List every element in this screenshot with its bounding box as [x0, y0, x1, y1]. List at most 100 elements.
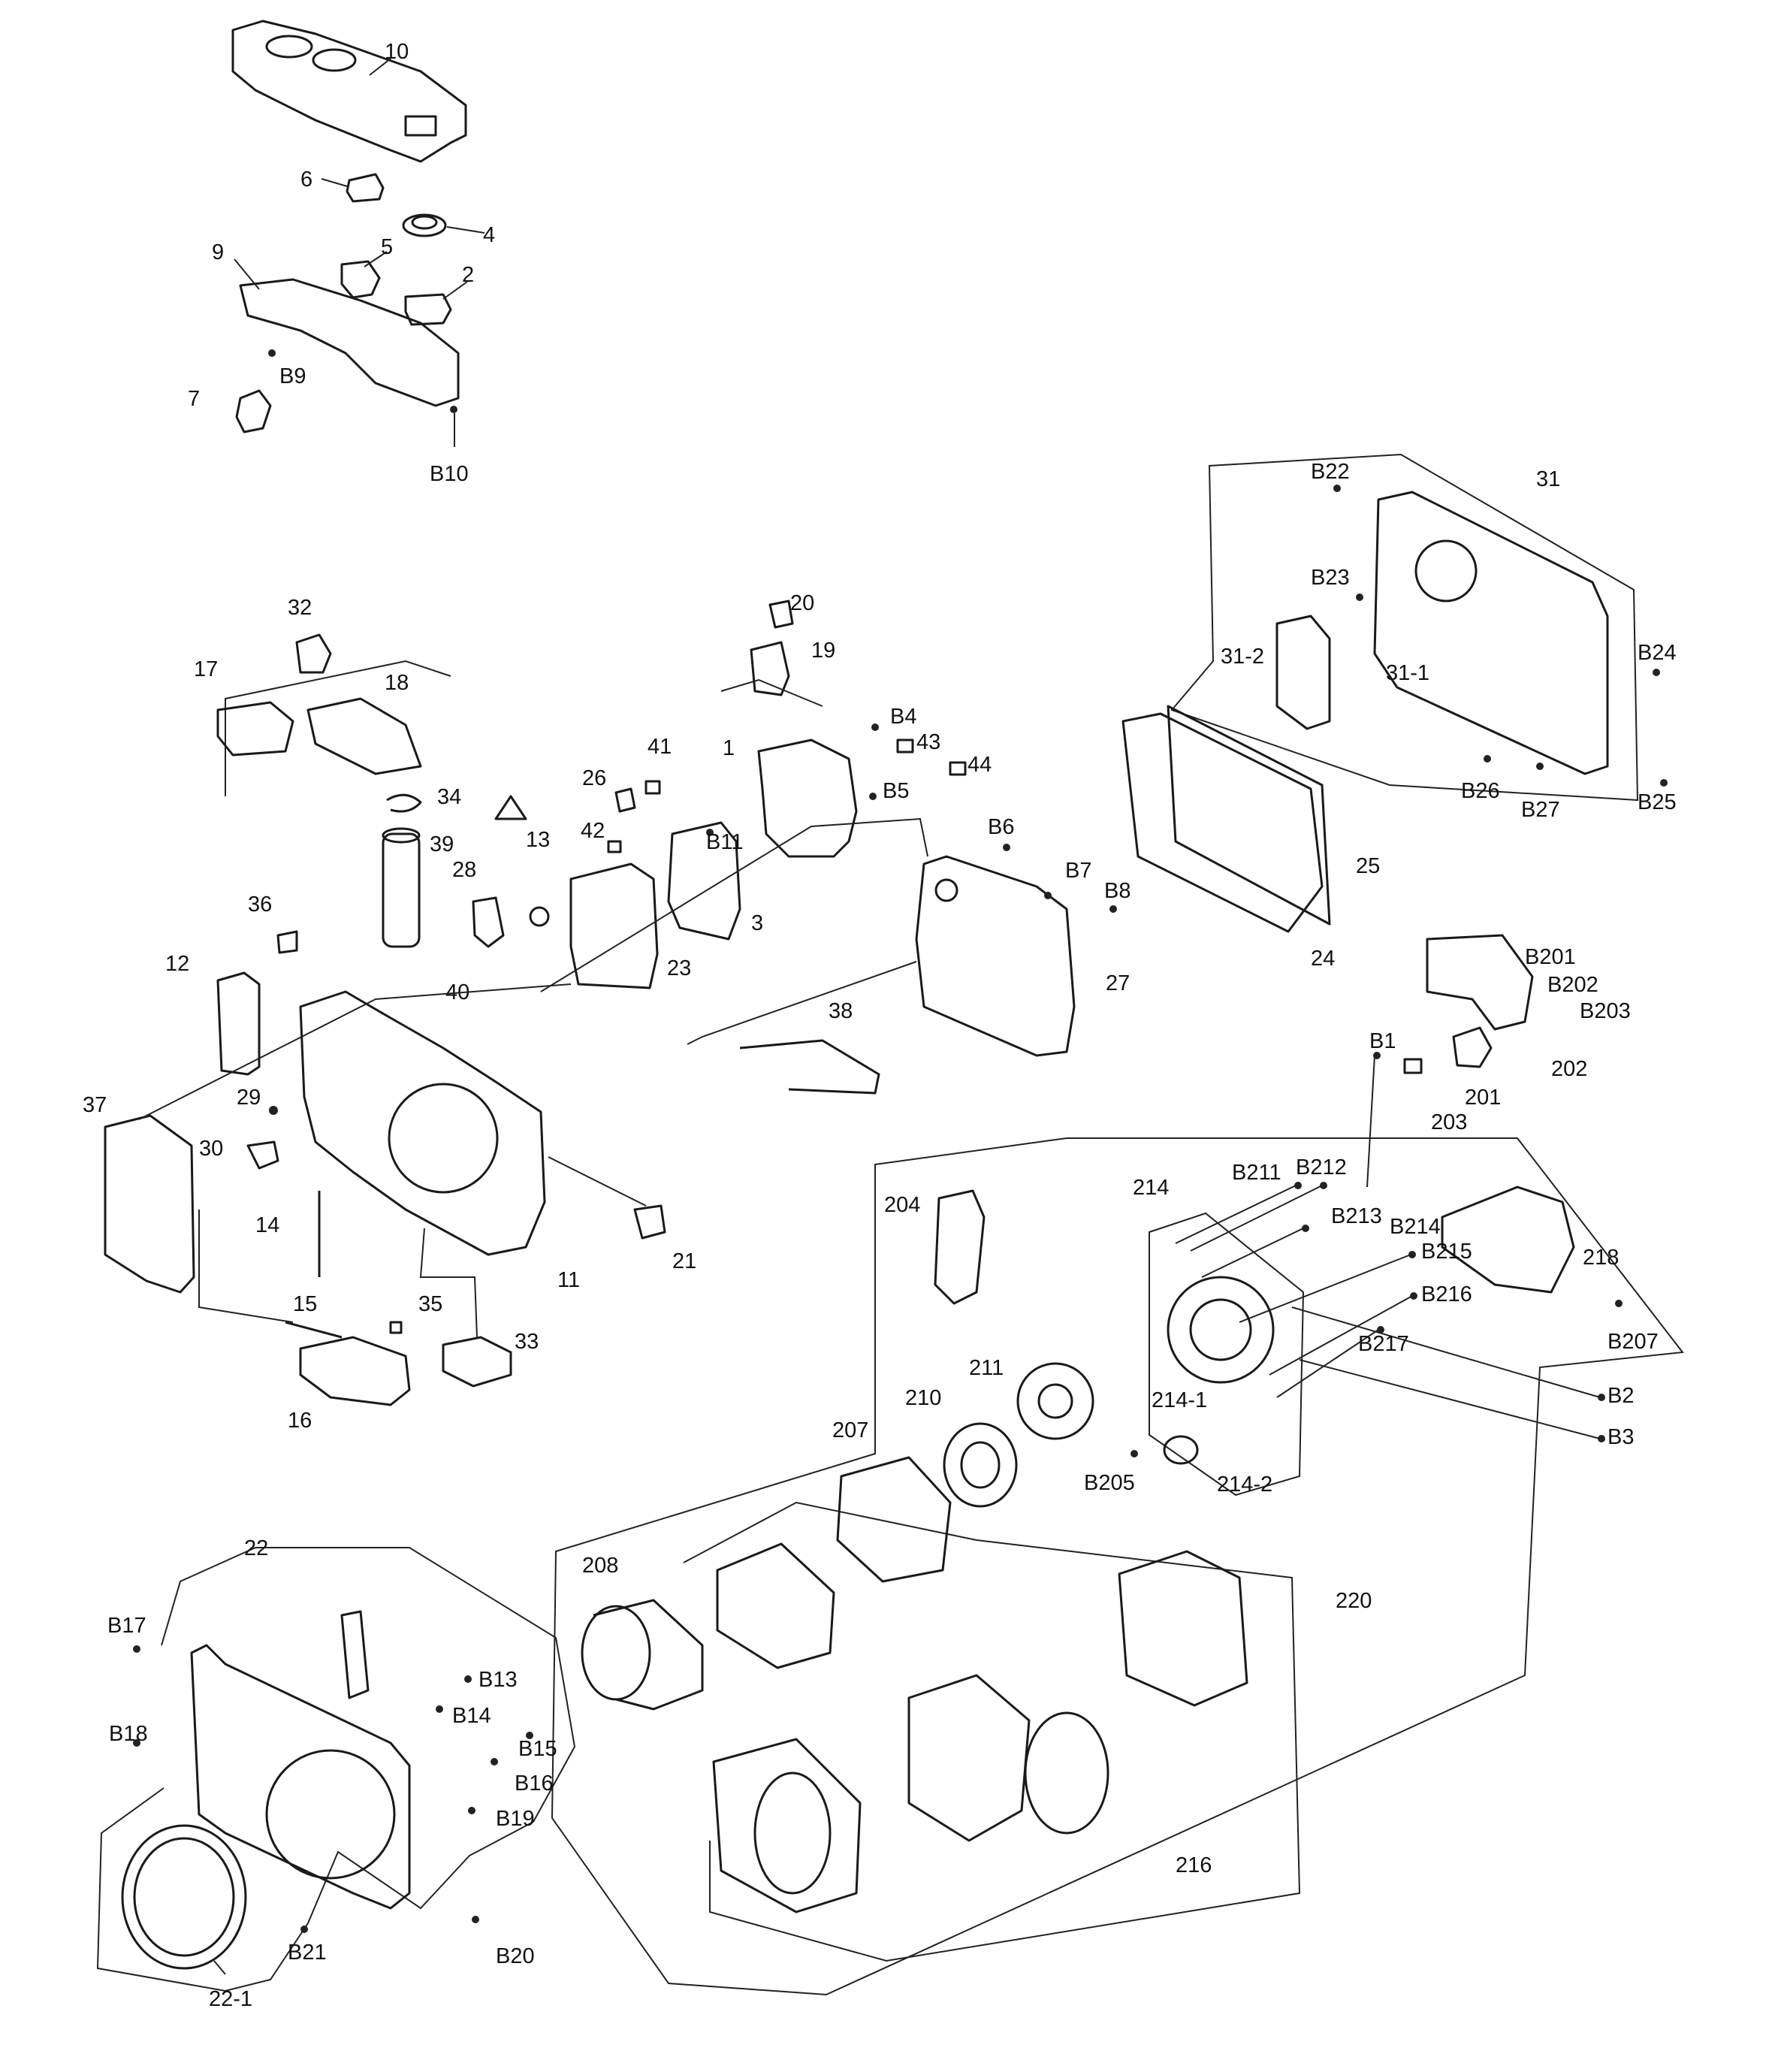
rear-dial-part [1414, 539, 1478, 603]
screw-b22 [1333, 485, 1341, 492]
screw-b213 [1302, 1225, 1309, 1232]
part-32-shape [295, 633, 332, 674]
part-20-shape [768, 600, 794, 629]
label-3: 3 [751, 911, 763, 935]
label-b27: B27 [1521, 798, 1560, 822]
frame-assembly [104, 930, 666, 1406]
label-13: 13 [526, 828, 550, 852]
screw-b16 [491, 1758, 498, 1765]
label-9: 9 [212, 240, 224, 264]
part-2-shape [404, 293, 452, 326]
screw-b20 [472, 1916, 479, 1923]
part-19-shape [750, 641, 790, 696]
screw-b211 [1294, 1182, 1302, 1189]
part-33-shape [442, 1336, 512, 1388]
label-20: 20 [790, 591, 814, 615]
screw-b9 [268, 349, 276, 357]
cam-ring-part [716, 1542, 835, 1669]
group-outline-15 [198, 1210, 294, 1323]
group-outline-1 [540, 817, 928, 992]
label-b213: B213 [1331, 1204, 1382, 1228]
part-29-shape [269, 1106, 278, 1115]
part-23-board [569, 862, 659, 989]
screw-b13 [464, 1675, 472, 1683]
label-b201: B201 [1525, 945, 1576, 969]
leader-b216 [1269, 1295, 1413, 1376]
label-b207: B207 [1607, 1330, 1659, 1354]
part-4-inner [411, 215, 438, 230]
label-207: 207 [832, 1418, 868, 1442]
part-211-shape [1016, 1362, 1094, 1440]
part-208-ring [581, 1605, 651, 1701]
lcd-panel-part [1167, 705, 1331, 926]
label-b214: B214 [1390, 1215, 1441, 1239]
label-38: 38 [829, 999, 853, 1023]
part-204-shape [934, 1189, 986, 1305]
label-44: 44 [967, 753, 992, 777]
lens-barrel-part [907, 1674, 1031, 1842]
label-208: 208 [582, 1554, 618, 1578]
screw-b1 [1373, 1052, 1381, 1059]
part-44-shape [949, 761, 967, 776]
screw-b5 [869, 793, 877, 800]
label-29: 29 [237, 1086, 261, 1110]
label-34: 34 [437, 785, 461, 809]
label-b2: B2 [1607, 1384, 1634, 1408]
part-18-shape [306, 697, 422, 775]
label-211: 211 [969, 1356, 1004, 1380]
label-5: 5 [381, 235, 393, 259]
part-218-fpc [1441, 1186, 1575, 1294]
part-201-shape [1452, 1026, 1493, 1068]
group-outline-31 [1170, 453, 1639, 802]
label-b9: B9 [279, 364, 306, 388]
leader-10 [369, 58, 391, 76]
screw-b216 [1410, 1292, 1417, 1300]
group-outline-19 [720, 678, 823, 707]
group-outline-17-18 [225, 660, 451, 796]
lens-unit-assembly [551, 934, 1684, 1996]
screw-b11 [706, 829, 714, 836]
leader-b212 [1190, 1185, 1323, 1252]
label-b15: B15 [518, 1737, 557, 1761]
label-b18: B18 [109, 1722, 148, 1746]
label-203: 203 [1431, 1110, 1467, 1134]
label-31: 31 [1536, 467, 1560, 491]
label-b19: B19 [496, 1807, 535, 1831]
label-24: 24 [1311, 947, 1335, 971]
label-b5: B5 [883, 779, 909, 803]
part-26-shape [614, 787, 636, 813]
main-frame-part [299, 990, 546, 1256]
part-22-1-ring [121, 1824, 247, 1970]
label-41: 41 [648, 735, 672, 759]
label-22-1: 22-1 [209, 1987, 252, 2011]
part-39-battery [382, 832, 421, 948]
label-14: 14 [255, 1213, 279, 1237]
part-37-shape [104, 1114, 195, 1294]
part-207-barrel [836, 1456, 952, 1583]
label-b217: B217 [1358, 1332, 1409, 1356]
label-218: 218 [1583, 1246, 1619, 1270]
top-cover-part [231, 20, 467, 163]
part-211-inner [1037, 1383, 1073, 1419]
part-5-shape [340, 260, 381, 299]
group-outline-220 [683, 1501, 1301, 1962]
label-22: 22 [244, 1536, 268, 1560]
lens-o-ring [1024, 1711, 1109, 1835]
label-18: 18 [385, 671, 409, 695]
leader-4 [446, 226, 485, 234]
leader-b215 [1239, 1254, 1411, 1323]
rear-case-part [1373, 491, 1609, 775]
part-214-aperture [1189, 1298, 1252, 1361]
leader-b211 [1175, 1185, 1297, 1244]
label-b16: B16 [515, 1771, 554, 1796]
leader-b3 [1299, 1359, 1601, 1439]
part-28-shape [472, 896, 505, 948]
screw-b23 [1356, 594, 1363, 601]
label-17: 17 [194, 657, 218, 681]
part-43-shape [896, 738, 914, 754]
label-b216: B216 [1421, 1282, 1472, 1306]
label-b11: B11 [706, 830, 743, 854]
part-6-shape [346, 173, 385, 203]
